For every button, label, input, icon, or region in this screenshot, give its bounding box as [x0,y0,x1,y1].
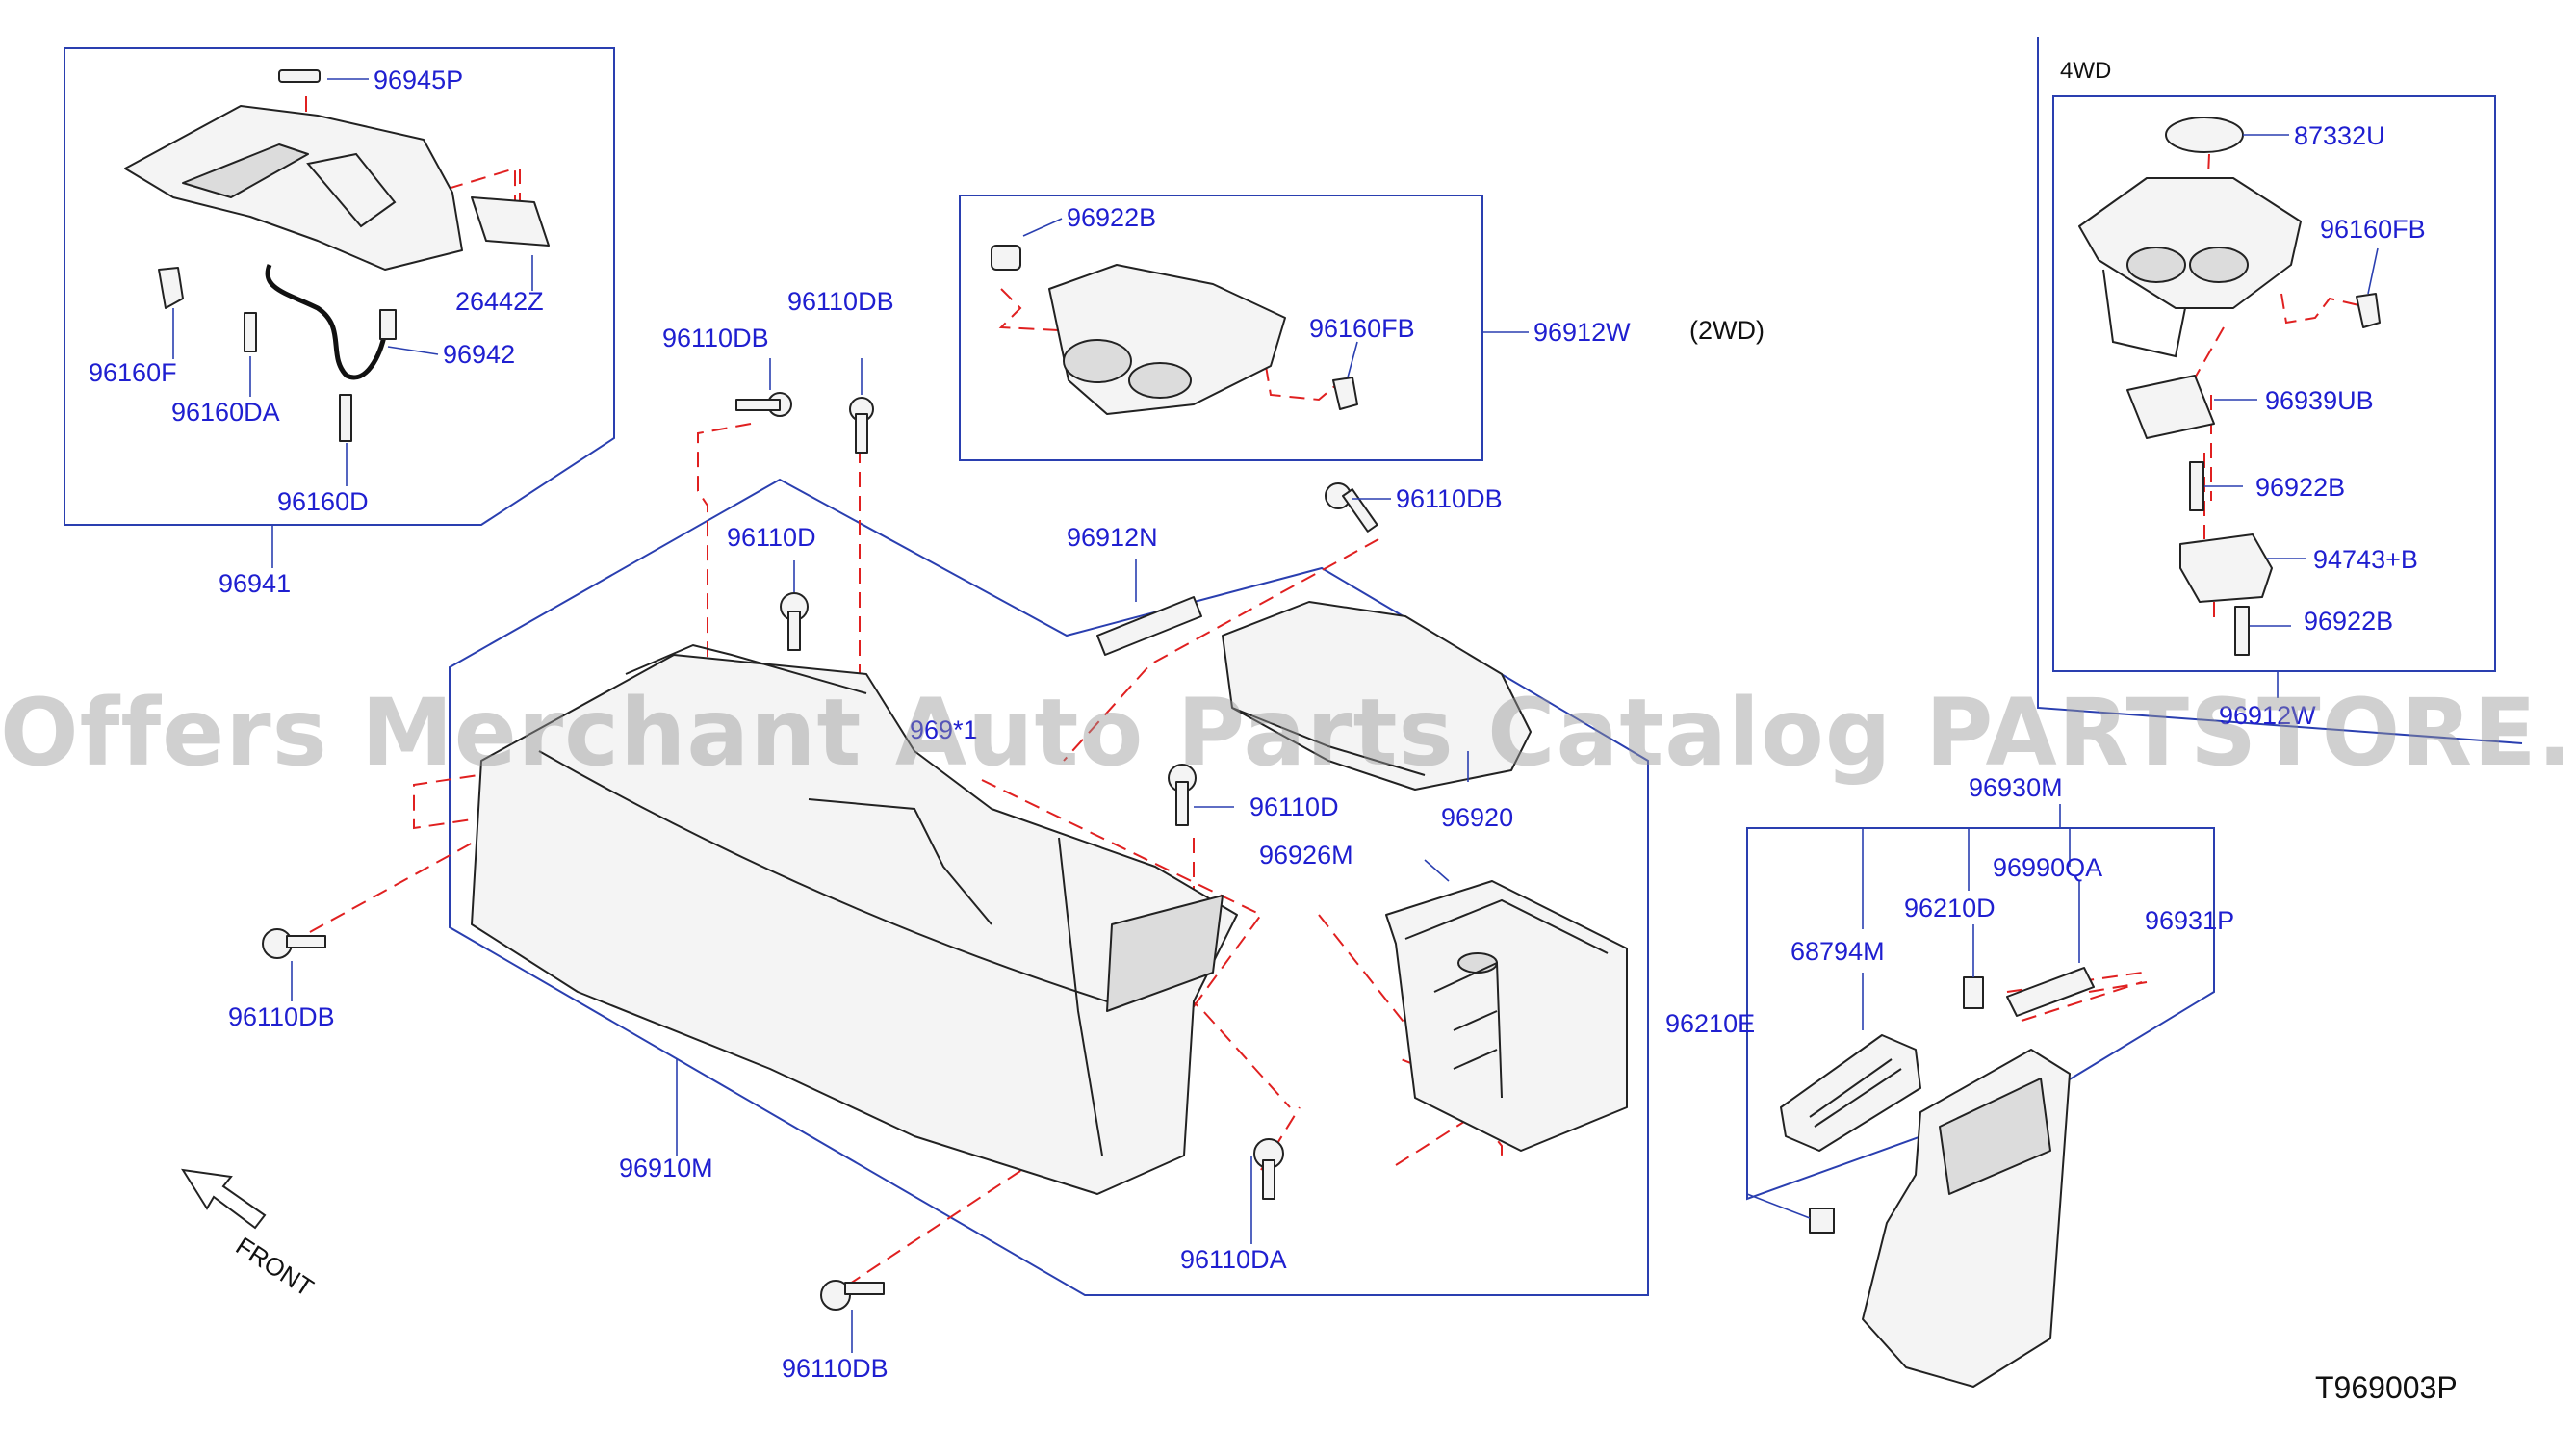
badge-part-96945P [278,69,321,83]
variant-label-4wd: 4WD [2060,58,2112,84]
variant-label-2wd: (2WD) [1689,316,1765,345]
console-lid-96920 [1222,601,1532,791]
watermark: Offers Merchant Auto Parts Catalog PARTS… [0,679,2576,787]
screw-part-96160D [339,394,352,442]
label-96110DA[interactable]: 96110DA [1180,1245,1287,1274]
label-96912W-2wd[interactable]: 96912W [1533,318,1631,347]
label-96210D[interactable]: 96210D [1904,894,1996,922]
group-box-96941 [64,47,615,526]
cupholder-4wd-96912W [2078,117,2381,656]
drawing-code: T969003P [2315,1370,2458,1405]
label-96110DB-e[interactable]: 96110DB [782,1354,889,1383]
label-96939UB[interactable]: 96939UB [2265,386,2374,415]
label-96930M[interactable]: 96930M [1969,773,2063,802]
bracket-part-94743B [2179,533,2273,603]
label-96910M[interactable]: 96910M [619,1154,713,1182]
bracket-96912N [1096,596,1202,656]
label-96160F[interactable]: 96160F [89,358,177,387]
label-96160FB-4wd[interactable]: 96160FB [2320,215,2426,244]
front-arrow-icon [181,1168,267,1230]
label-96990QA[interactable]: 96990QA [1993,853,2103,882]
label-96912N[interactable]: 96912N [1067,523,1158,552]
screw-part-96160DA [244,312,257,352]
label-96110DB-c[interactable]: 96110DB [1396,484,1503,513]
group-box-console-main [449,478,1649,1296]
label-68794M[interactable]: 68794M [1790,937,1885,966]
clip-part-96210E [1809,1208,1835,1234]
label-96110DB-b[interactable]: 96110DB [662,324,769,352]
fasteners-main [262,392,1378,1311]
harness-part-96942 [265,264,388,380]
group-box-2wd-cupholder [959,195,1483,461]
group-box-rear-console [1746,827,2215,1201]
cupholder-2wd-96912W [991,245,1358,415]
clip-part-96160F [158,267,184,309]
label-96926M[interactable]: 96926M [1259,841,1353,870]
bracket-part-96990QA [2006,967,2095,1017]
console-bin-96926M [1385,880,1628,1152]
label-96912W-4wd[interactable]: 96912W [2219,701,2316,730]
console-body-96910M [471,643,1238,1195]
label-87332U[interactable]: 87332U [2294,121,2385,150]
label-96160DA[interactable]: 96160DA [171,398,280,427]
ring-part-87332U [2165,117,2244,153]
label-96922B-a[interactable]: 96922B [2255,473,2346,502]
label-96110D-b[interactable]: 96110D [1249,792,1339,821]
label-94743B[interactable]: 94743+B [2313,545,2418,574]
label-26442Z[interactable]: 26442Z [455,287,544,316]
label-96922B-b[interactable]: 96922B [2304,607,2394,636]
label-96210E[interactable]: 96210E [1665,1009,1756,1038]
label-96942[interactable]: 96942 [443,340,516,369]
shift-panel-96941 [124,69,550,442]
label-96110D-a[interactable]: 96110D [727,523,816,552]
screw-part-96922B [991,245,1021,271]
trim-part-26442Z [471,196,550,247]
label-96941[interactable]: 96941 [219,569,292,598]
label-96160FB-mid[interactable]: 96160FB [1309,314,1415,343]
group-box-4wd [2052,95,2496,672]
clip-part-96160FB-4wd [2356,293,2381,328]
label-96920[interactable]: 96920 [1441,803,1514,832]
label-96931P[interactable]: 96931P [2145,906,2235,935]
label-96945P[interactable]: 96945P [374,65,464,94]
screw-part-96922B-a [2189,461,2204,511]
harness-connector [379,309,397,340]
bezel-part-96939UB [2126,375,2215,439]
label-96110DB-a[interactable]: 96110DB [787,287,894,316]
clip-part-96160FB [1332,377,1358,410]
screw-part-96210D [1963,976,1984,1009]
label-96160D[interactable]: 96160D [277,487,369,516]
group-box-4wd-outer [2037,37,2523,744]
label-partial-969x1[interactable]: 969*1 [910,715,978,744]
leader-lines [172,78,2379,1353]
label-96922B-top[interactable]: 96922B [1067,203,1157,232]
label-96110DB-d[interactable]: 96110DB [228,1002,335,1031]
screw-part-96922B-b [2234,606,2250,656]
vent-part-68794M [1780,1034,1921,1152]
rear-console-96930M [1780,967,2095,1388]
